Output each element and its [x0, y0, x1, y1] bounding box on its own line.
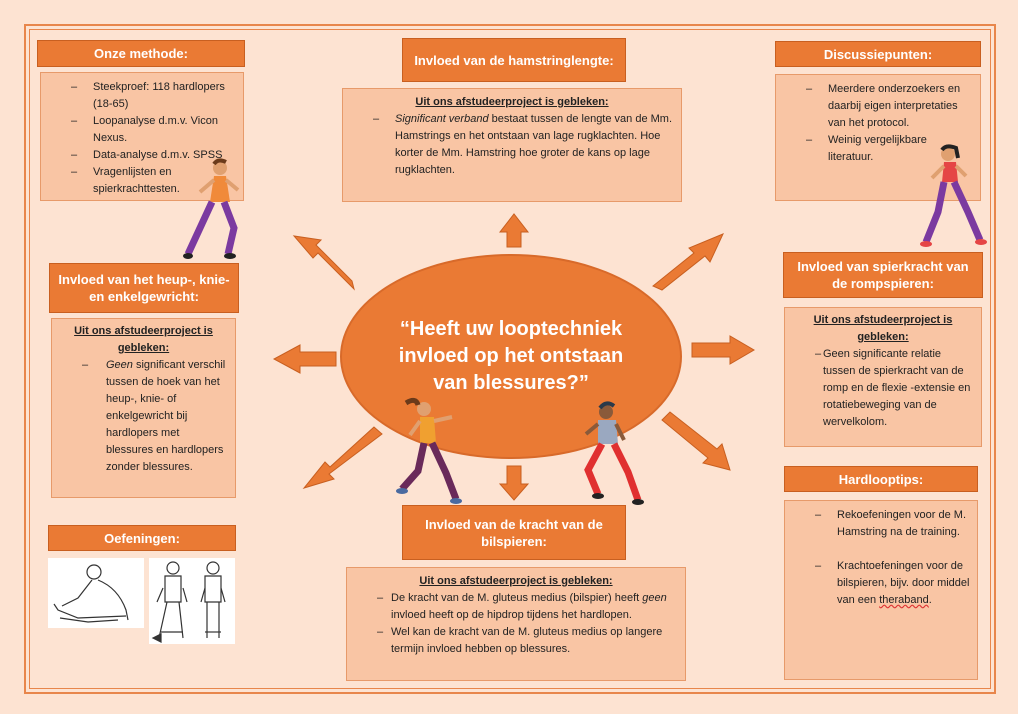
runner-woman-illustration-center-right	[584, 401, 644, 505]
bilspieren-box: Uit ons afstudeerproject is gebleken: De…	[346, 567, 686, 681]
exercise-theraband-illustration	[149, 558, 235, 644]
arrow-upright	[652, 233, 724, 291]
methode-item: Loopanalyse d.m.v. Vicon Nexus.	[41, 113, 243, 147]
arrow-right	[691, 335, 755, 365]
bilspieren-item1-post: invloed heeft op de hipdrop tijdens het …	[391, 609, 632, 621]
methode-header: Onze methode:	[37, 40, 245, 67]
tips-item: Krachtoefeningen voor de bilspieren, bij…	[785, 558, 977, 609]
tips-item2-pre: Krachtoefeningen voor de bilspieren, bij…	[837, 560, 970, 606]
arrow-down	[498, 465, 530, 501]
bilspieren-item: Wel kan de kracht van de M. gluteus medi…	[347, 624, 685, 658]
tips-item: Rekoefeningen voor de M. Hamstring na de…	[785, 507, 977, 541]
hamstring-item: Significant verband bestaat tussen de le…	[343, 111, 681, 179]
methode-item: Steekproef: 118 hardlopers (18-65)	[41, 79, 243, 113]
heup-box: Uit ons afstudeerproject is gebleken: Ge…	[51, 318, 236, 498]
romp-header: Invloed van spierkracht van de rompspier…	[783, 252, 983, 298]
arrow-downleft	[302, 426, 383, 489]
romp-box: Uit ons afstudeerproject is gebleken: Ge…	[784, 307, 982, 447]
hamstring-text: bestaat tussen de lengte van de Mm. Hams…	[395, 113, 673, 176]
tips-box: Rekoefeningen voor de M. Hamstring na de…	[784, 500, 978, 680]
heup-subtitle: Uit ons afstudeerproject is gebleken:	[74, 325, 213, 354]
tips-item2-red: theraband	[879, 594, 929, 606]
runner-woman-illustration-right	[920, 144, 987, 247]
arrow-downright	[661, 411, 731, 471]
methode-item: Data-analyse d.m.v. SPSS	[41, 147, 243, 164]
discussie-header: Discussiepunten:	[775, 41, 981, 67]
hamstring-emph: Significant verband	[395, 113, 489, 125]
heup-header: Invloed van het heup-, knie- en enkelgew…	[49, 263, 239, 313]
heup-text: significant verschil tussen de hoek van …	[106, 359, 226, 473]
runner-woman-illustration-left	[183, 158, 240, 259]
poster-frame	[24, 24, 996, 694]
bilspieren-subtitle: Uit ons afstudeerproject is gebleken:	[419, 575, 613, 587]
discussie-item: Meerdere onderzoekers en daarbij eigen i…	[776, 81, 980, 132]
exercise-stretch-illustration	[48, 558, 144, 628]
arrow-upleft	[292, 235, 355, 291]
arrow-up	[498, 213, 530, 248]
bilspieren-item1-emph: geen	[642, 592, 667, 604]
heup-item: Geen significant verschil tussen de hoek…	[52, 357, 235, 476]
methode-box: Steekproef: 118 hardlopers (18-65) Loopa…	[40, 72, 244, 201]
romp-item: Geen significante relatie tussen de spie…	[785, 346, 981, 431]
heup-emph: Geen	[106, 359, 133, 371]
bilspieren-header: Invloed van de kracht van de bilspieren:	[402, 505, 626, 560]
central-question: “Heeft uw looptechniek invloed op het on…	[398, 318, 624, 394]
discussie-item: Weinig vergelijkbare literatuur.	[776, 132, 980, 166]
hamstring-subtitle: Uit ons afstudeerproject is gebleken:	[415, 96, 609, 108]
central-question-ellipse: “Heeft uw looptechniek invloed op het on…	[340, 254, 682, 459]
methode-item: Vragenlijsten en spierkrachttesten.	[41, 164, 243, 198]
runner-woman-illustration-center-left	[396, 397, 462, 504]
romp-subtitle: Uit ons afstudeerproject is gebleken:	[813, 314, 953, 343]
hamstring-header: Invloed van de hamstringlengte:	[402, 38, 626, 82]
hamstring-box: Uit ons afstudeerproject is gebleken: Si…	[342, 88, 682, 202]
oefeningen-header: Oefeningen:	[48, 525, 236, 551]
bilspieren-item1-pre: De kracht van de M. gluteus medius (bils…	[391, 592, 643, 604]
tips-item2-post: .	[928, 594, 932, 606]
bilspieren-item: De kracht van de M. gluteus medius (bils…	[347, 590, 685, 624]
tips-header: Hardlooptips:	[784, 466, 978, 492]
arrow-left	[272, 344, 337, 374]
